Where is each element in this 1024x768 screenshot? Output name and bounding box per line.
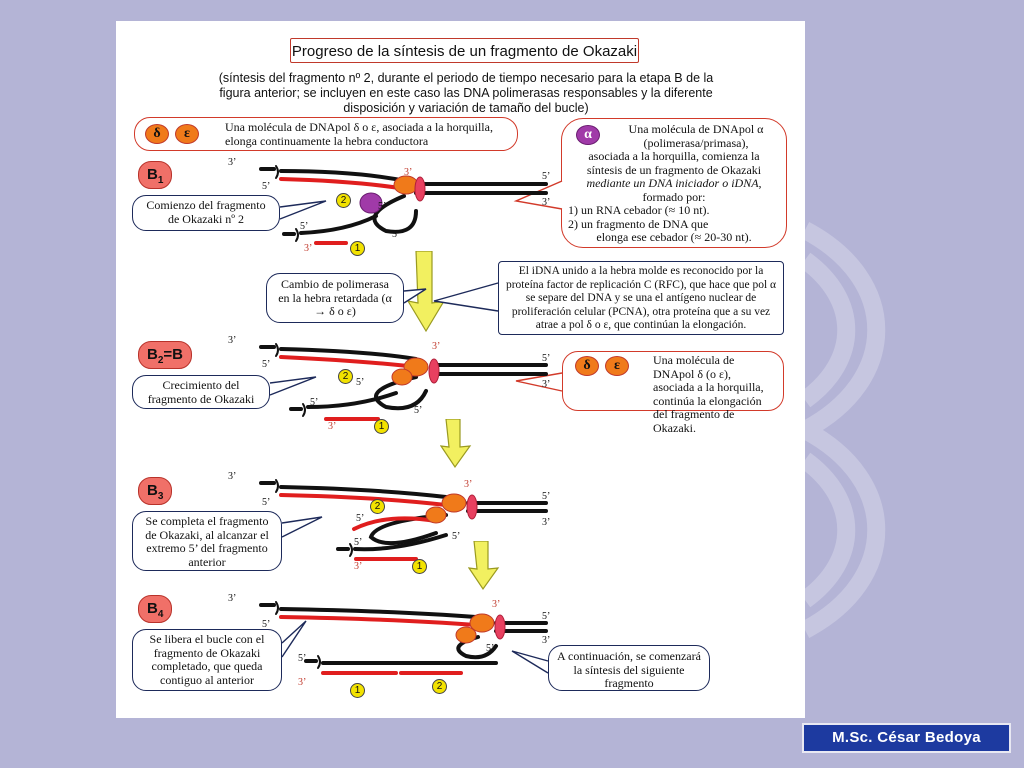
b4-callout: Se libera el bucle con el fragmento de O… xyxy=(132,629,282,691)
b4-fragment-2-badge: 2 xyxy=(432,679,447,694)
b4-label-3-lower: 3’ xyxy=(298,677,307,688)
b2-label-5-loop: 5’ xyxy=(414,405,423,416)
replication-fork-diagrams xyxy=(259,165,563,675)
alpha-line-6: formado por: xyxy=(642,189,706,204)
b4-fragment-1-badge: 1 xyxy=(350,683,365,698)
b1-label-5-lower: 5’ xyxy=(300,221,309,232)
author-badge: M.Sc. César Bedoya xyxy=(802,723,1011,753)
b1-fragment-2-badge: 2 xyxy=(336,193,351,208)
alpha-line-2: (polimerasa/primasa), xyxy=(643,135,749,150)
alpha-line-7: 1) un RNA cebador (≈ 10 nt). xyxy=(568,203,710,217)
b4-label-5-left: 5’ xyxy=(262,619,271,630)
b2-fragment-2-badge: 2 xyxy=(338,369,353,384)
b4-label-3-fork: 3’ xyxy=(492,599,501,610)
b3-callout: Se completa el fragmento de Okazaki, al … xyxy=(132,511,282,571)
b2-label-3-left: 3’ xyxy=(228,335,237,346)
b2-label-5-inner: 5’ xyxy=(356,377,365,388)
b3-label-3-left: 3’ xyxy=(228,471,237,482)
b3-label-3-fork: 3’ xyxy=(464,479,473,490)
alpha-line-5: mediante un DNA iniciador o iDNA, xyxy=(586,176,762,190)
leading-strand-callout-text: Una molécula de DNApol δ o ε, asociada a… xyxy=(225,120,493,148)
pol-epsilon-b4-icon xyxy=(455,626,477,644)
step-b2-badge: B2=B xyxy=(138,341,192,369)
fork-b4 xyxy=(259,601,548,675)
b4-label-5-lower: 5’ xyxy=(298,653,307,664)
b3-label-3-right: 3’ xyxy=(542,517,551,528)
b1-label-5-inner: 5’ xyxy=(378,201,387,212)
helicase-b2-icon xyxy=(428,358,440,384)
step-b1-badge: B1 xyxy=(138,161,173,189)
b2-fragment-1-badge: 1 xyxy=(374,419,389,434)
polymerase-change-callout: Cambio de polimerasa en la hebra retarda… xyxy=(266,273,404,323)
diagram-panel: Progreso de la síntesis de un fragmento … xyxy=(116,21,805,718)
diagram-subtitle: (síntesis del fragmento nº 2, durante el… xyxy=(218,71,714,115)
fork-b3 xyxy=(259,479,548,561)
b2-label-5-right: 5’ xyxy=(542,353,551,364)
helicase-b4-icon xyxy=(494,614,506,640)
pol-delta-b4-icon xyxy=(469,613,495,633)
b3-label-5-inner: 5’ xyxy=(356,513,365,524)
alpha-line-3: asociada a la horquilla, comienza la xyxy=(588,149,760,163)
step-b3-badge: B3 xyxy=(138,477,173,505)
b1-label-5-loop: 5’ xyxy=(392,229,401,240)
pol-epsilon-b3-icon xyxy=(425,506,447,524)
rfc-callout: El iDNA unido a la hebra molde es recono… xyxy=(498,261,784,335)
b3-fragment-1-badge: 1 xyxy=(412,559,427,574)
pol-delta-b1-icon xyxy=(393,175,419,195)
b2-callout: Crecimiento del fragmento de Okazaki xyxy=(132,375,270,409)
alpha-line-9: elonga ese cebador (≈ 20-30 nt). xyxy=(596,230,752,244)
b1-label-5-right: 5’ xyxy=(542,171,551,182)
b1-callout: Comienzo del fragmento de Okazaki nº 2 xyxy=(132,195,280,231)
b3-fragment-2-badge: 2 xyxy=(370,499,385,514)
delta-enzyme-icon: δ xyxy=(145,124,169,144)
b1-label-3-lower: 3’ xyxy=(304,243,313,254)
alpha-line-8: 2) un fragmento de DNA que xyxy=(568,216,709,231)
b3-label-5-loop: 5’ xyxy=(452,531,461,542)
down-arrow-3-icon xyxy=(468,541,500,591)
helicase-b1-icon xyxy=(414,176,426,202)
b3-label-3-lower: 3’ xyxy=(354,561,363,572)
delta-enzyme-icon-b2: δ xyxy=(575,356,599,376)
b4-label-3-left: 3’ xyxy=(228,593,237,604)
diagram-title: Progreso de la síntesis de un fragmento … xyxy=(290,38,639,63)
b1-fragment-1-badge: 1 xyxy=(350,241,365,256)
b4-right-callout: A continuación, se comenzará la síntesis… xyxy=(548,645,710,691)
b2-label-5-lower: 5’ xyxy=(310,397,319,408)
b4-label-5-inner: 5’ xyxy=(486,643,495,654)
b2-right-callout-text: Una molécula de DNApol δ (o ε), asociada… xyxy=(653,353,764,435)
pol-delta-b3-icon xyxy=(441,493,467,513)
b3-label-5-lower: 5’ xyxy=(354,537,363,548)
b4-label-3-right: 3’ xyxy=(542,635,551,646)
alpha-polymerase-callout: α Una molécula de DNApol α (polimerasa/p… xyxy=(561,118,787,248)
helicase-b3-icon xyxy=(466,494,478,520)
b1-label-5-left: 5’ xyxy=(262,181,271,192)
epsilon-enzyme-icon-b2: ε xyxy=(605,356,629,376)
b2-label-3-right: 3’ xyxy=(542,379,551,390)
b1-label-3-fork: 3’ xyxy=(404,167,413,178)
down-arrow-1-icon xyxy=(406,251,446,333)
alpha-line-1: Una molécula de DNApol α xyxy=(628,122,764,136)
epsilon-enzyme-icon: ε xyxy=(175,124,199,144)
b2-label-3-lower: 3’ xyxy=(328,421,337,432)
b2-label-5-left: 5’ xyxy=(262,359,271,370)
alpha-enzyme-icon: α xyxy=(576,125,600,145)
b1-label-3-left: 3’ xyxy=(228,157,237,168)
alpha-line-4: síntesis de un fragmento de Okazaki xyxy=(586,162,762,177)
down-arrow-2-icon xyxy=(440,419,472,469)
pol-alpha-b1-icon xyxy=(359,192,383,214)
step-b4-badge: B4 xyxy=(138,595,173,623)
b4-label-5-right: 5’ xyxy=(542,611,551,622)
b3-label-5-left: 5’ xyxy=(262,497,271,508)
b2-label-3-fork: 3’ xyxy=(432,341,441,352)
b3-label-5-right: 5’ xyxy=(542,491,551,502)
pol-epsilon-b2-icon xyxy=(391,368,413,386)
b1-label-3-right: 3’ xyxy=(542,197,551,208)
